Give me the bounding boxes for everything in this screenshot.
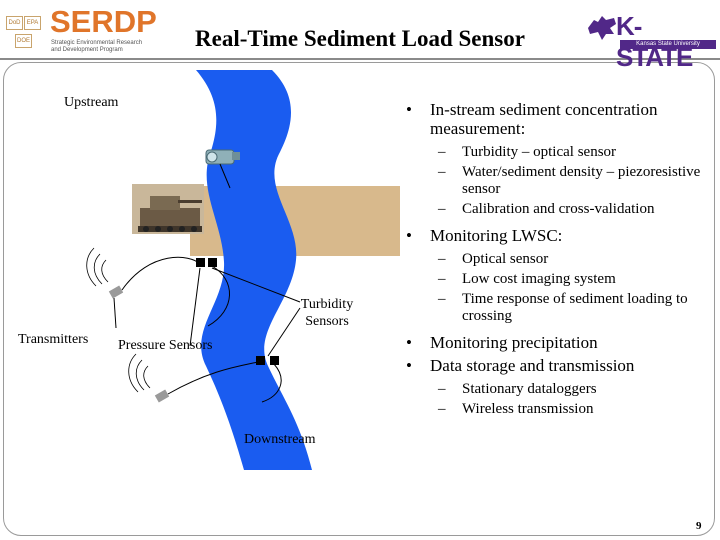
sub-bullet-item: –Calibration and cross-validation (438, 201, 655, 217)
sub-bullet-item: –Water/sediment density – piezoresistive… (438, 164, 701, 197)
serdp-wordmark: SERDP (50, 4, 157, 39)
bullet-item: •Monitoring LWSC: (406, 226, 563, 245)
label-arrows (113, 267, 301, 357)
header-rule (0, 58, 720, 60)
sub-bullet-item: –Optical sensor (438, 251, 549, 267)
river (196, 70, 312, 470)
transmitters-label: Transmitters (18, 332, 89, 347)
page-number: 9 (696, 520, 702, 532)
kstate-subtitle: Kansas State University (620, 40, 716, 49)
serdp-subtitle: Strategic Environmental Research and Dev… (51, 40, 143, 53)
upstream-label: Upstream (64, 95, 119, 110)
kstate-logo: K-STATE Kansas State University (586, 10, 716, 72)
slide-frame (3, 62, 715, 536)
turbidity-sensor (196, 258, 205, 267)
turbidity-sensor (270, 356, 279, 365)
bullet-item: •In-stream sediment concentration measur… (406, 100, 658, 138)
doe-seal-icon: DOE (15, 34, 32, 48)
transmitter-icon (154, 389, 170, 403)
sub-bullet-item: –Stationary dataloggers (438, 381, 597, 397)
transmitter-icon (108, 285, 124, 299)
wildcat-icon (588, 16, 616, 40)
bullet-item: •Data storage and transmission (406, 356, 635, 375)
bullet-list: •In-stream sediment concentration measur… (398, 100, 708, 418)
sub-bullet-item: –Low cost imaging system (438, 271, 616, 287)
turbidity-sensors-label: Turbidity Sensors (300, 297, 354, 329)
sensor-diagram (86, 70, 400, 470)
turbidity-sensor (208, 258, 217, 267)
serdp-logo: DoD EPA DOE SERDP Strategic Environmenta… (2, 2, 157, 56)
downstream-label: Downstream (244, 432, 316, 447)
bullet-item: •Monitoring precipitation (406, 333, 598, 352)
sub-bullet-item: –Wireless transmission (438, 401, 594, 417)
dod-seal-icon: DoD (6, 16, 23, 30)
turbidity-sensor (256, 356, 265, 365)
epa-seal-icon: EPA (24, 16, 41, 30)
tank-icon (132, 184, 204, 234)
camera-icon (205, 149, 240, 165)
radio-waves-icon (86, 247, 151, 393)
sub-bullet-item: –Time response of sediment loading to cr… (438, 291, 688, 324)
pressure-sensors-label: Pressure Sensors (118, 338, 213, 353)
sub-bullet-item: –Turbidity – optical sensor (438, 144, 617, 160)
slide-title: Real-Time Sediment Load Sensor (195, 26, 525, 51)
